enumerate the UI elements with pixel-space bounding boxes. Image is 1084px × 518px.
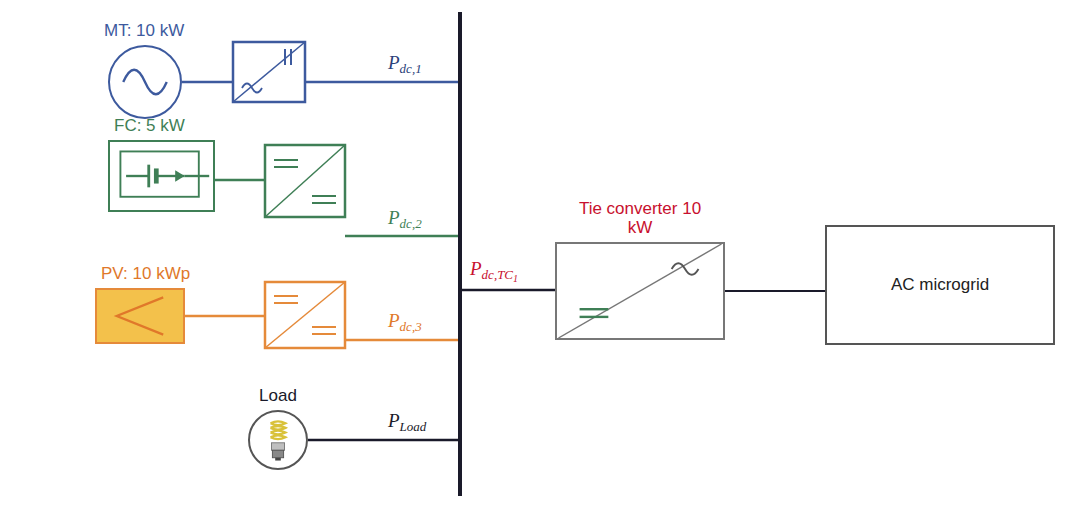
tie-converter-box: Tie converter 10 kW (555, 242, 725, 340)
pv-panel-box: PV: 10 kWp (95, 288, 185, 344)
node-symbol (97, 290, 183, 342)
node-symbol (557, 244, 723, 338)
connector-line (725, 290, 825, 292)
node-text: AC microgrid (880, 275, 1000, 295)
load-circle: Load (248, 410, 308, 470)
node-symbol (250, 412, 306, 468)
power-symbol: P (388, 310, 400, 331)
power-flow-label: Pdc,1 (388, 52, 422, 77)
power-symbol: P (388, 410, 400, 431)
dc-bus (458, 12, 462, 496)
tie-wire (460, 289, 555, 292)
node-heading: Tie converter 10 kW (575, 199, 705, 238)
power-symbol: P (388, 207, 400, 228)
mt-branch (182, 42, 458, 102)
power-subscript: dc,2 (400, 216, 422, 231)
pv-branch (185, 282, 458, 348)
power-flow-label: PLoad (388, 410, 426, 435)
power-subscript: dc,1 (400, 61, 422, 76)
power-flow-label: Pdc,TC1 (470, 258, 518, 284)
ac-microgrid-box: AC microgrid (825, 225, 1055, 345)
node-heading: Load (259, 386, 297, 406)
power-subscript: Load (400, 419, 427, 434)
node-heading: PV: 10 kWp (101, 264, 190, 284)
node-symbol (110, 47, 180, 117)
fuel-cell-box: FC: 5 kW (108, 140, 215, 212)
power-subscript: dc,3 (400, 319, 422, 334)
power-flow-label: Pdc,3 (388, 310, 422, 335)
power-symbol: P (470, 258, 482, 279)
node-heading: FC: 5 kW (114, 116, 185, 136)
power-symbol: P (388, 52, 400, 73)
node-heading: MT: 10 kW (104, 21, 184, 41)
power-flow-label: Pdc,2 (388, 207, 422, 232)
power-subscript: dc,TC (482, 267, 513, 282)
node-symbol (110, 142, 213, 210)
power-subscript: 1 (513, 273, 518, 284)
load-wire (308, 439, 458, 442)
microturbine-circle: MT: 10 kW (108, 45, 182, 119)
fc-branch (215, 145, 458, 236)
